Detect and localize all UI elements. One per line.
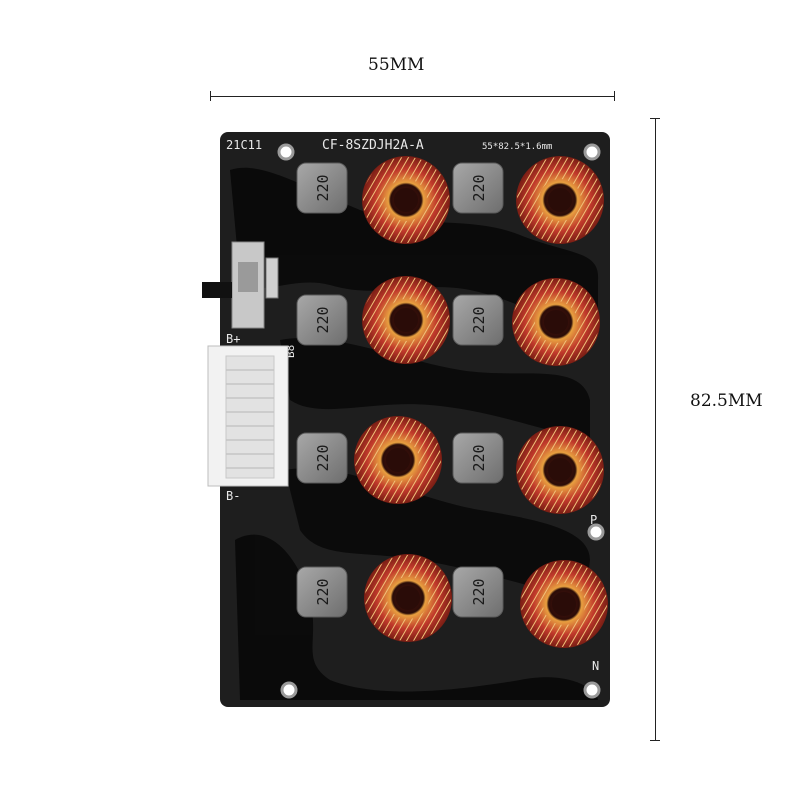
silkscreen-b-plus: B+ xyxy=(226,332,240,346)
toroid-coil xyxy=(362,156,450,244)
inductor-220: 220 xyxy=(296,162,348,214)
toroid-coil xyxy=(516,426,604,514)
inductor-marking: 220 xyxy=(314,174,332,201)
inductor-marking: 220 xyxy=(314,578,332,605)
silkscreen-model: CF-8SZDJH2A-A xyxy=(322,138,424,153)
silkscreen-n: N xyxy=(592,659,599,673)
inductor-220: 220 xyxy=(452,294,504,346)
inductor-marking: 220 xyxy=(314,444,332,471)
toroid-coil xyxy=(516,156,604,244)
inductor-marking: 220 xyxy=(470,174,488,201)
inductor-220: 220 xyxy=(452,432,504,484)
mounting-hole xyxy=(587,523,605,541)
silkscreen-b-minus: B- xyxy=(226,489,240,503)
width-dimension-label: 55MM xyxy=(368,55,425,75)
slide-switch xyxy=(202,241,279,329)
inductor-marking: 220 xyxy=(470,578,488,605)
inductor-220: 220 xyxy=(452,566,504,618)
silkscreen-board-id: 21C11 xyxy=(226,138,262,152)
inductor-220: 220 xyxy=(296,432,348,484)
inductor-220: 220 xyxy=(452,162,504,214)
width-dimension-line xyxy=(210,96,615,97)
mounting-hole xyxy=(277,143,295,161)
inductor-220: 220 xyxy=(296,566,348,618)
toroid-coil xyxy=(364,554,452,642)
inductor-marking: 220 xyxy=(314,306,332,333)
width-tick-left xyxy=(210,91,211,101)
height-dimension-label: 82.5MM xyxy=(690,391,763,411)
balance-connector xyxy=(207,345,289,487)
inductor-marking: 220 xyxy=(470,306,488,333)
height-tick-bottom xyxy=(650,740,660,741)
toroid-coil xyxy=(362,276,450,364)
silkscreen-p: P xyxy=(590,513,597,527)
mounting-hole xyxy=(583,143,601,161)
inductor-220: 220 xyxy=(296,294,348,346)
toroid-coil xyxy=(354,416,442,504)
mounting-hole xyxy=(280,681,298,699)
mounting-hole xyxy=(583,681,601,699)
toroid-coil xyxy=(520,560,608,648)
mounting-holes xyxy=(277,143,605,699)
silkscreen-size: 55*82.5*1.6mm xyxy=(482,142,552,152)
inductor-marking: 220 xyxy=(470,444,488,471)
width-tick-right xyxy=(614,91,615,101)
height-dimension-line xyxy=(655,118,656,740)
toroid-coil xyxy=(512,278,600,366)
height-tick-top xyxy=(650,118,660,119)
